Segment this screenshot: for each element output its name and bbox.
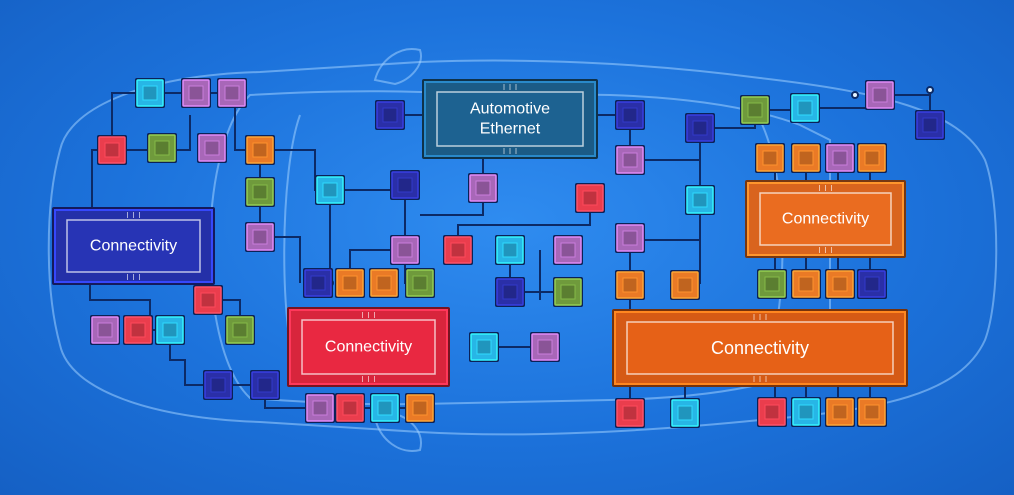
hub-connectivity-top-right: Connectivity bbox=[745, 180, 906, 258]
node-red-chip bbox=[123, 315, 153, 345]
hub-connectivity-center: Connectivity bbox=[287, 307, 450, 387]
node-navy-chip bbox=[390, 170, 420, 200]
node-orange-chip bbox=[670, 270, 700, 300]
mirror-top-outline bbox=[373, 48, 422, 86]
node-navy-chip bbox=[375, 100, 405, 130]
node-cyan-chip bbox=[135, 78, 165, 108]
node-purple-chip bbox=[245, 222, 275, 252]
node-green-chip bbox=[553, 277, 583, 307]
node-purple-chip bbox=[217, 78, 247, 108]
node-navy-chip bbox=[303, 268, 333, 298]
hub-connectivity-left: Connectivity bbox=[52, 207, 215, 285]
node-cyan-chip bbox=[155, 315, 185, 345]
node-cyan-chip bbox=[495, 235, 525, 265]
node-purple-chip bbox=[865, 80, 895, 110]
node-green-chip bbox=[245, 177, 275, 207]
node-cyan-chip bbox=[790, 93, 820, 123]
hub-label: Ethernet bbox=[480, 121, 541, 138]
hub-label: Connectivity bbox=[782, 211, 869, 228]
hub-label: Connectivity bbox=[325, 339, 412, 356]
node-orange-chip bbox=[369, 268, 399, 298]
node-navy-chip bbox=[685, 113, 715, 143]
node-cyan-chip bbox=[670, 398, 700, 428]
node-green-chip bbox=[740, 95, 770, 125]
junction-dot-9 bbox=[851, 91, 859, 99]
node-cyan-chip bbox=[685, 185, 715, 215]
node-orange-chip bbox=[615, 270, 645, 300]
node-orange-chip bbox=[825, 269, 855, 299]
node-orange-chip bbox=[857, 143, 887, 173]
node-navy-chip bbox=[915, 110, 945, 140]
node-purple-chip bbox=[825, 143, 855, 173]
wire-8 bbox=[169, 330, 218, 386]
node-navy-chip bbox=[857, 269, 887, 299]
node-green-chip bbox=[405, 268, 435, 298]
node-orange-chip bbox=[857, 397, 887, 427]
hub-label: Connectivity bbox=[90, 238, 177, 255]
node-purple-chip bbox=[197, 133, 227, 163]
node-green-chip bbox=[147, 133, 177, 163]
hub-label: Automotive bbox=[470, 101, 550, 118]
node-green-chip bbox=[225, 315, 255, 345]
node-red-chip bbox=[335, 393, 365, 423]
hub-layer: AutomotiveEthernetConnectivityConnectivi… bbox=[52, 79, 908, 387]
node-red-chip bbox=[757, 397, 787, 427]
node-red-chip bbox=[615, 398, 645, 428]
car-body-outline bbox=[47, 59, 998, 436]
node-navy-chip bbox=[495, 277, 525, 307]
mirror-bottom-outline bbox=[373, 412, 422, 452]
hub-label: Connectivity bbox=[711, 338, 809, 358]
node-purple-chip bbox=[468, 173, 498, 203]
node-red-chip bbox=[575, 183, 605, 213]
node-orange-chip bbox=[825, 397, 855, 427]
node-red-chip bbox=[193, 285, 223, 315]
node-orange-chip bbox=[755, 143, 785, 173]
node-purple-chip bbox=[181, 78, 211, 108]
node-cyan-chip bbox=[791, 397, 821, 427]
node-red-chip bbox=[97, 135, 127, 165]
node-red-chip bbox=[443, 235, 473, 265]
node-purple-chip bbox=[615, 145, 645, 175]
node-orange-chip bbox=[791, 143, 821, 173]
node-green-chip bbox=[757, 269, 787, 299]
node-purple-chip bbox=[305, 393, 335, 423]
node-purple-chip bbox=[90, 315, 120, 345]
node-orange-chip bbox=[405, 393, 435, 423]
node-navy-chip bbox=[615, 100, 645, 130]
node-purple-chip bbox=[615, 223, 645, 253]
node-orange-chip bbox=[335, 268, 365, 298]
wire-2 bbox=[112, 115, 191, 151]
node-purple-chip bbox=[390, 235, 420, 265]
node-layer bbox=[90, 78, 945, 428]
junction-dot-13 bbox=[926, 86, 934, 94]
node-cyan-chip bbox=[315, 175, 345, 205]
node-orange-chip bbox=[791, 269, 821, 299]
node-navy-chip bbox=[203, 370, 233, 400]
node-cyan-chip bbox=[370, 393, 400, 423]
hub-connectivity-bottom-right: Connectivity bbox=[612, 309, 908, 387]
node-purple-chip bbox=[530, 332, 560, 362]
node-purple-chip bbox=[553, 235, 583, 265]
node-orange-chip bbox=[245, 135, 275, 165]
node-navy-chip bbox=[250, 370, 280, 400]
node-cyan-chip bbox=[469, 332, 499, 362]
